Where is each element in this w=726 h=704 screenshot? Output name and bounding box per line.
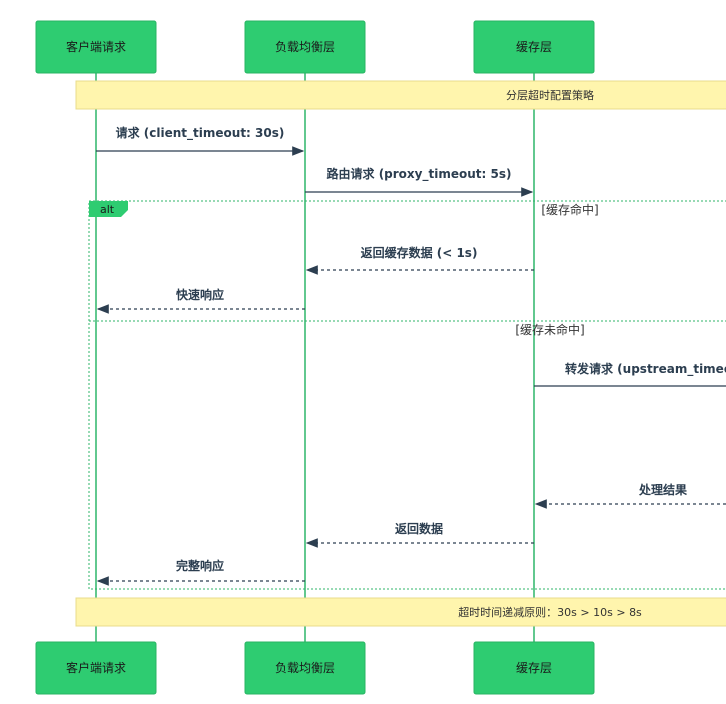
message-label: 返回数据	[395, 521, 443, 536]
alt-label: alt	[100, 203, 115, 216]
note-top-text: 分层超时配置策略	[506, 88, 594, 102]
actor-cache-label: 缓存层	[516, 40, 552, 54]
actor-client-top: 客户端请求	[35, 20, 157, 74]
message-label: 路由请求 (proxy_timeout: 5s)	[327, 166, 512, 182]
actor-loadbalancer-label: 负载均衡层	[275, 40, 335, 54]
alt-frame: alt [缓存命中] [缓存未命中]	[88, 200, 726, 590]
message-label: 请求 (client_timeout: 30s)	[116, 125, 285, 141]
actor-cache-top: 缓存层	[473, 20, 595, 74]
actor-loadbalancer-bottom: 负载均衡层	[244, 641, 366, 695]
alt-guard-hit: [缓存命中]	[541, 202, 598, 217]
message-label: 快速响应	[176, 287, 224, 302]
actor-client-bottom: 客户端请求	[35, 641, 157, 695]
message-label: 处理结果	[638, 482, 687, 497]
note-top: 分层超时配置策略	[75, 80, 726, 110]
actor-client-label: 客户端请求	[66, 39, 126, 54]
message-label: 返回缓存数据 (< 1s)	[361, 245, 478, 260]
actor-cache-bottom: 缓存层	[473, 641, 595, 695]
actor-cache-label: 缓存层	[516, 661, 552, 675]
actor-client-label: 客户端请求	[66, 660, 126, 675]
alt-guard-miss: [缓存未命中]	[515, 322, 584, 337]
note-bottom: 超时时间递减原则：30s > 10s > 8s	[75, 597, 726, 627]
message-label: 转发请求 (upstream_timeout	[565, 361, 726, 377]
actor-loadbalancer-label: 负载均衡层	[275, 661, 335, 675]
message-label: 完整响应	[176, 558, 224, 573]
note-bottom-text: 超时时间递减原则：30s > 10s > 8s	[458, 605, 642, 619]
actor-loadbalancer-top: 负载均衡层	[244, 20, 366, 74]
alt-tag	[89, 201, 128, 217]
